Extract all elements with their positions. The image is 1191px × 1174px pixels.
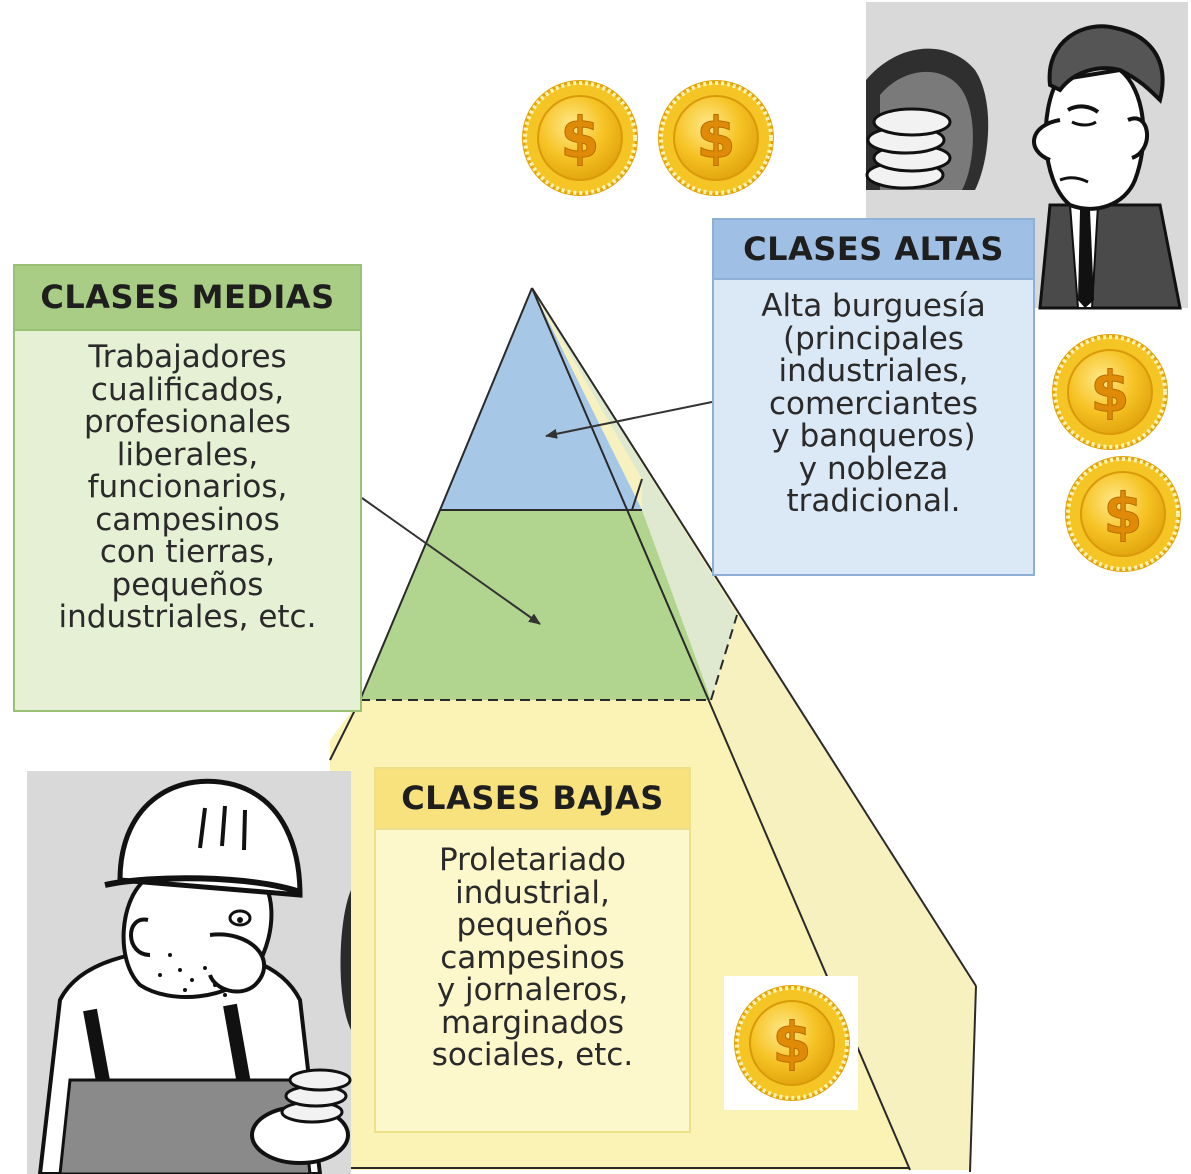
- dollar-coin-icon: [724, 976, 858, 1110]
- arrow-medias: [361, 497, 541, 625]
- clases-altas-description: Alta burguesía (principales industriales…: [761, 288, 986, 519]
- dollar-coin-icon: [1050, 332, 1170, 452]
- clases-medias-description: Trabajadores cualificados, profesionales…: [58, 339, 317, 635]
- clases-bajas-description: Proletariado industrial, pequeños campes…: [431, 842, 634, 1073]
- clases-medias-title: CLASES MEDIAS: [15, 266, 360, 331]
- clases-altas-title: CLASES ALTAS: [714, 220, 1033, 280]
- worker-illustration: [27, 771, 352, 1174]
- clases-bajas-box: CLASES BAJAS Proletariado industrial, pe…: [374, 767, 691, 1133]
- pyramid-tier-altas: [440, 288, 642, 510]
- clases-altas-box: CLASES ALTAS Alta burguesía (principales…: [712, 218, 1035, 576]
- dollar-coin-icon: [520, 78, 640, 198]
- pyramid-edges: [329, 287, 977, 1173]
- clases-medias-box: CLASES MEDIAS Trabajadores cualificados,…: [13, 264, 362, 712]
- dollar-coin-icon: [656, 78, 776, 198]
- clases-bajas-title: CLASES BAJAS: [376, 769, 689, 830]
- dollar-coin-icon: [1063, 454, 1183, 574]
- businessman-illustration: [865, 2, 1188, 310]
- arrow-altas: [545, 401, 713, 439]
